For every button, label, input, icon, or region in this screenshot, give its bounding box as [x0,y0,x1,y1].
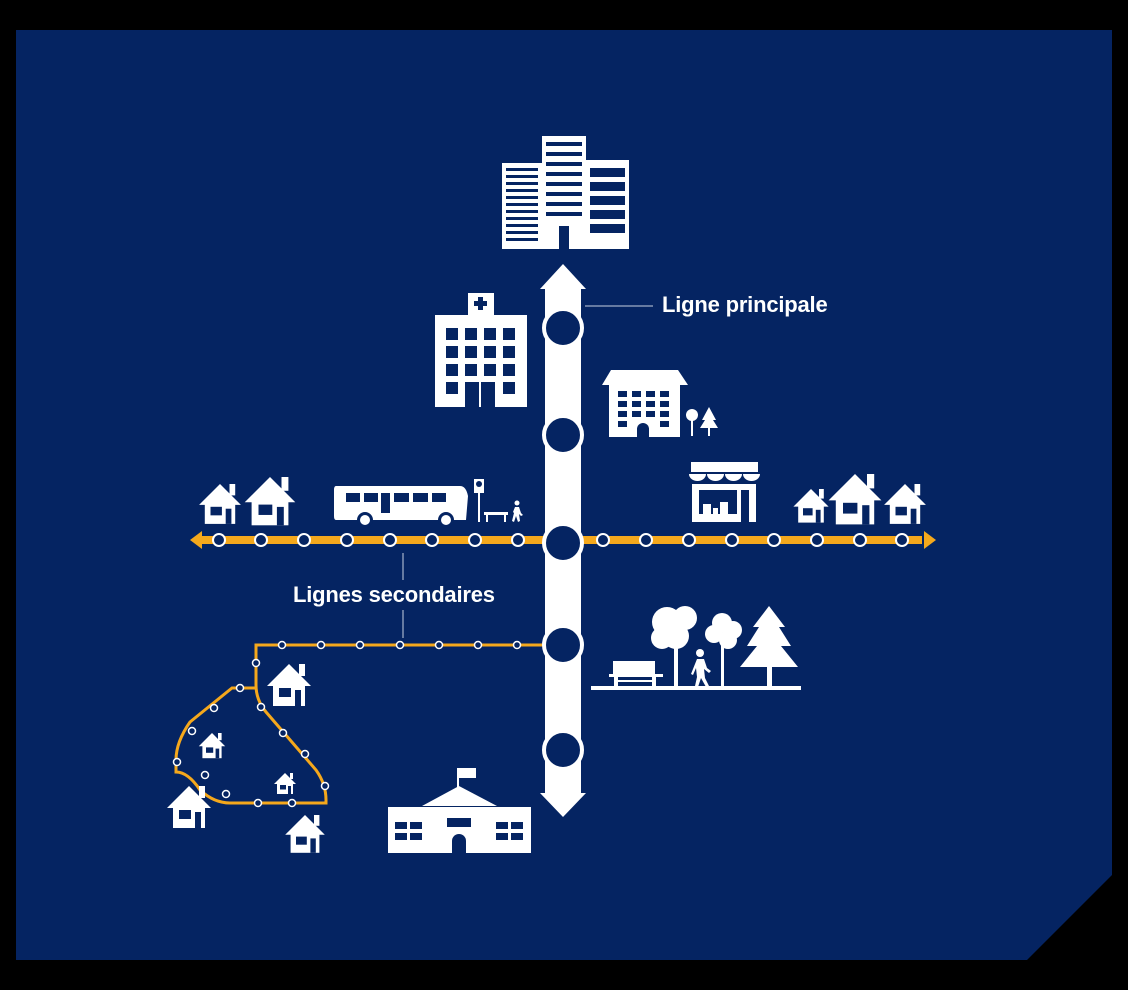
park-icon [591,606,801,690]
office-towers-icon [502,136,629,249]
main-line-label: Ligne principale [662,292,828,317]
pedestrian-icon [512,500,523,522]
shop-icon [689,462,760,522]
secondary-lines-label: Lignes secondaires [293,582,495,607]
bench-icon [484,512,508,522]
bus-icon [334,486,468,528]
apartment-building-icon [602,370,718,437]
school-icon [388,768,531,853]
bus-stop-icon [474,479,484,522]
main-line [540,264,586,817]
hospital-icon [435,293,527,407]
secondary-loop-line [172,640,548,808]
